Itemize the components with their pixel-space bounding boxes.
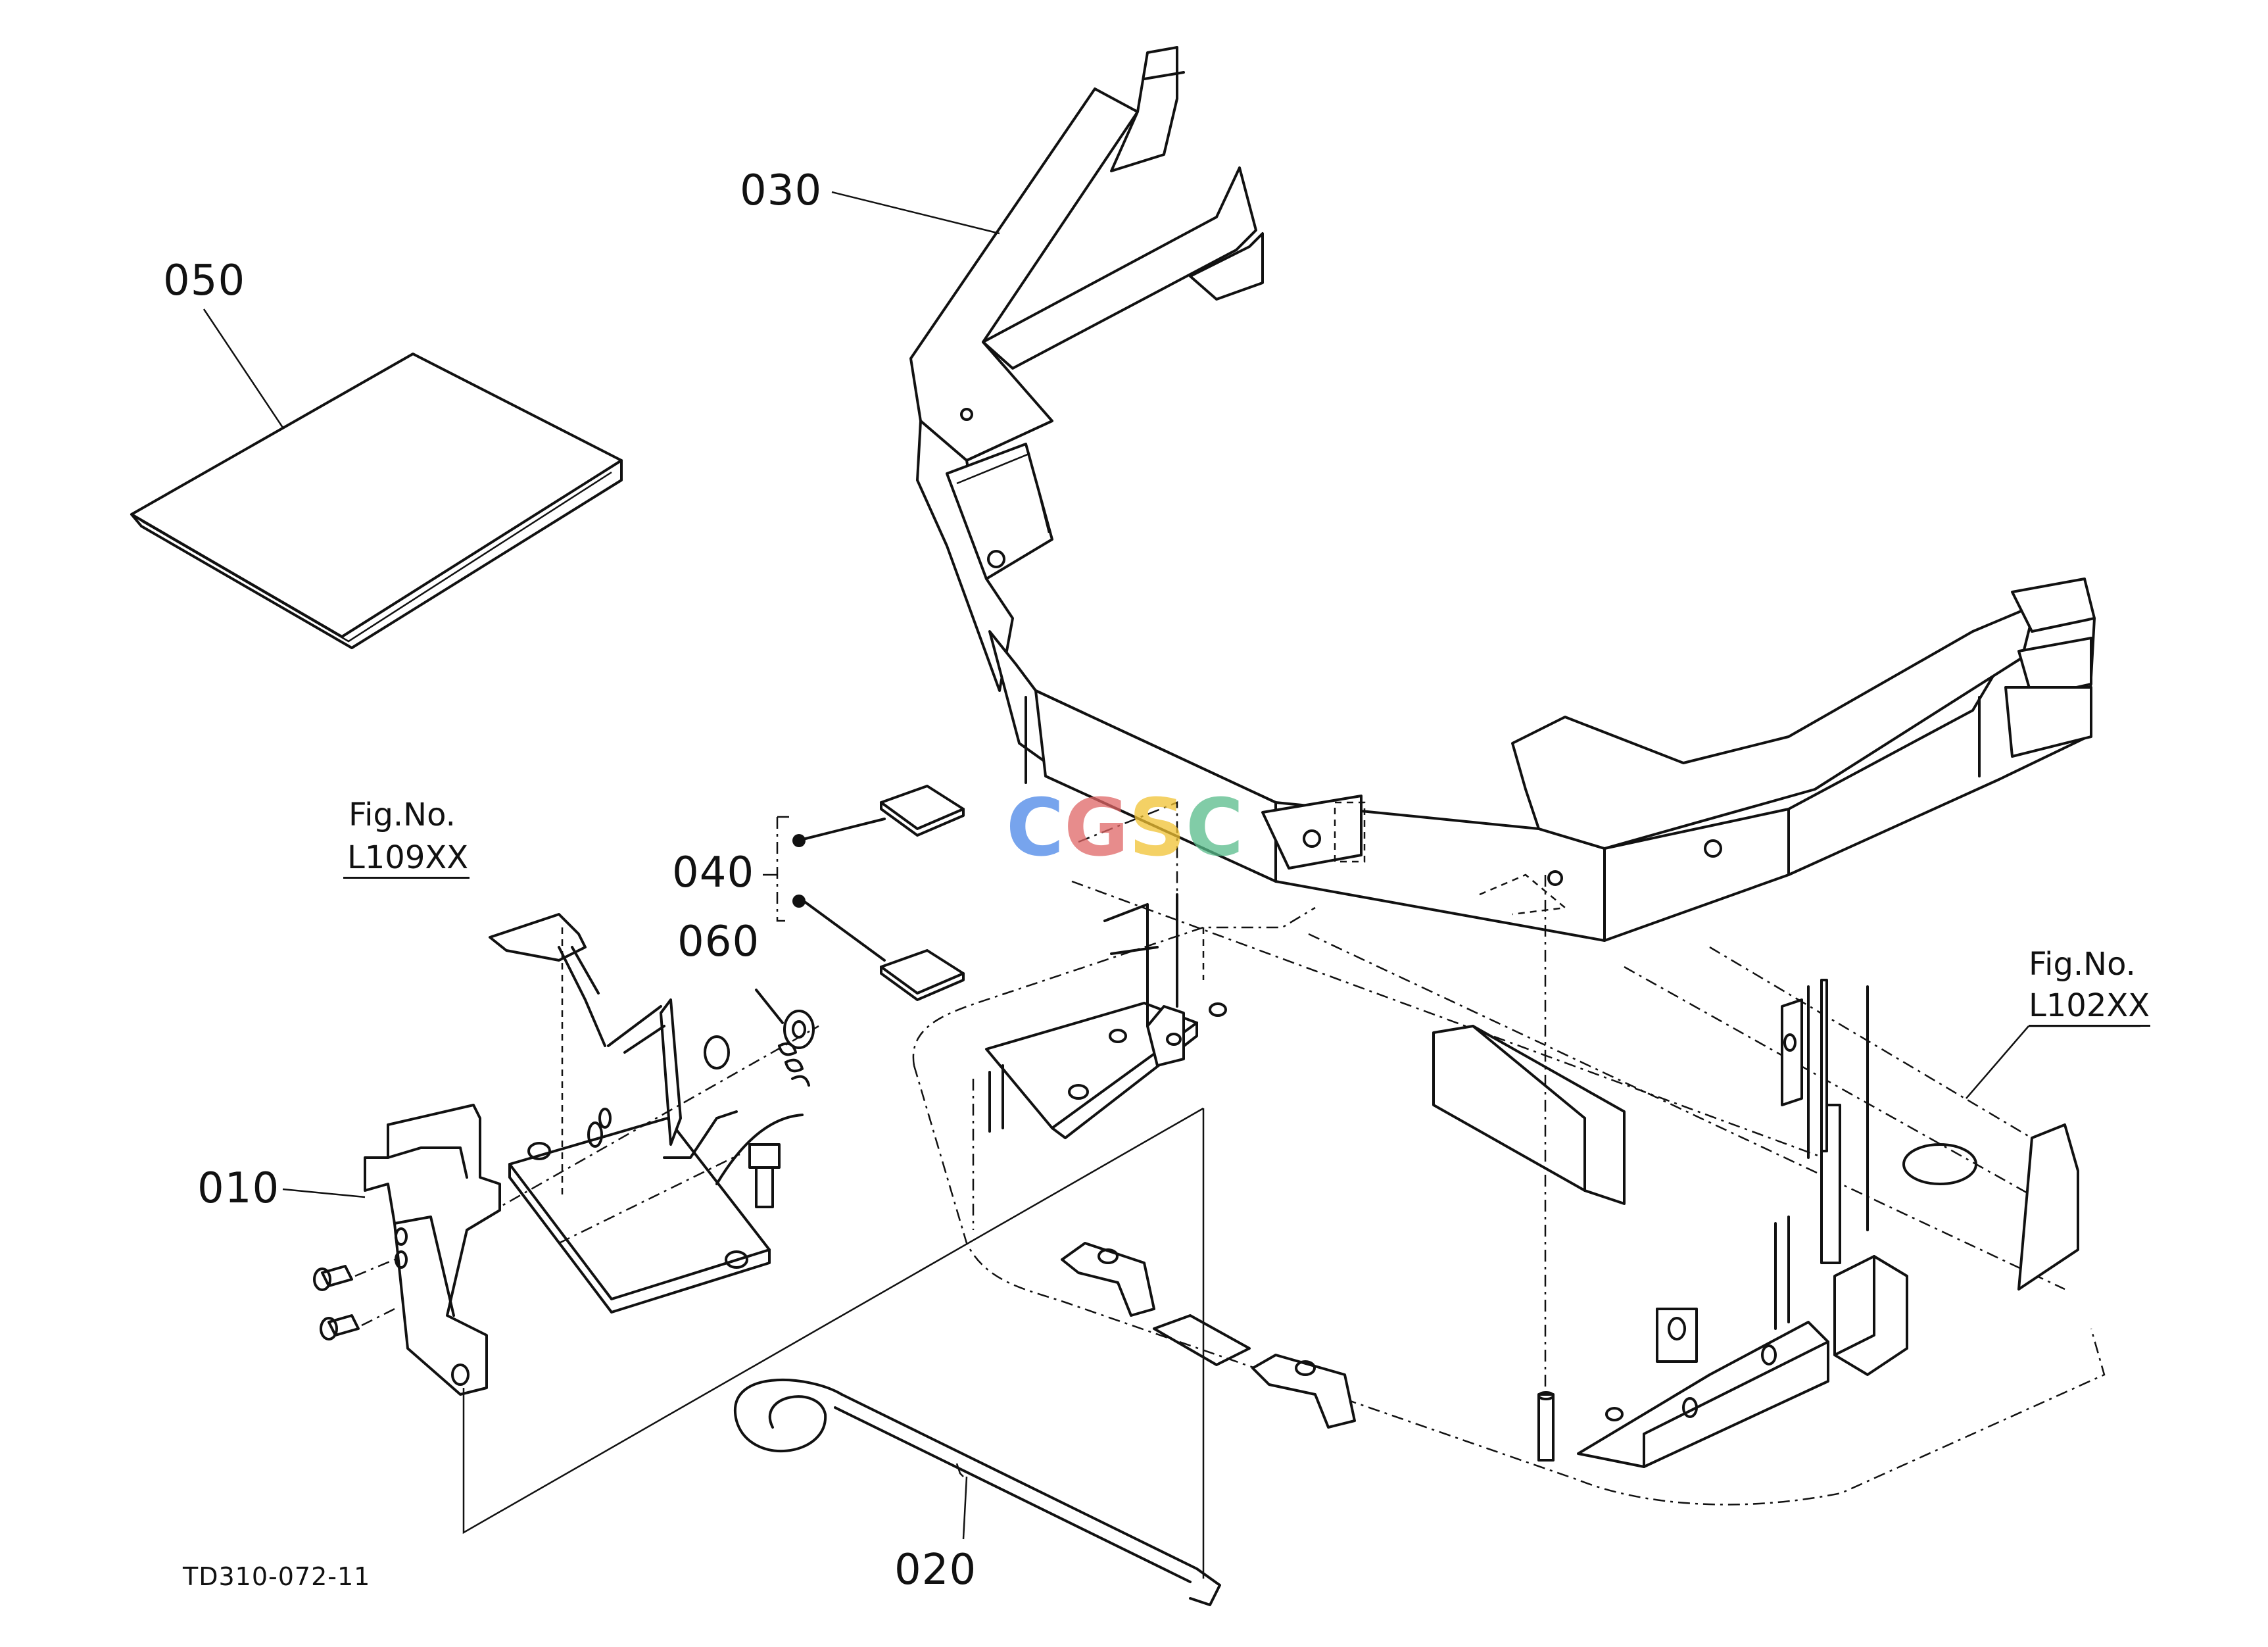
pedal-bracket-assembly [400, 913, 819, 1314]
part-030-front-frame [909, 46, 2096, 942]
watermark-letter-1: C [1006, 783, 1065, 874]
part-010-pedal-lever [313, 1104, 1204, 1535]
watermark-letter-2: G [1064, 783, 1129, 874]
part-label-060[interactable]: 060 [677, 918, 760, 966]
figure-ref-underline [2029, 1025, 2150, 1027]
figure-ref-underline [343, 877, 470, 879]
part-040-pads [763, 785, 965, 1001]
figure-ref-title: Fig.No. [349, 797, 456, 833]
part-050-manual-sheet [130, 353, 623, 649]
part-label-050[interactable]: 050 [163, 257, 246, 305]
floor-base-plate [912, 801, 2106, 1506]
part-060-nut [704, 989, 815, 1069]
figure-ref-number: L102XX [2029, 987, 2150, 1024]
part-label-030[interactable]: 030 [740, 166, 823, 215]
figure-ref-number: L109XX [347, 839, 469, 876]
part-label-010[interactable]: 010 [197, 1164, 280, 1213]
part-label-040[interactable]: 040 [672, 848, 755, 897]
watermark-letter-4: C [1186, 783, 1244, 874]
watermark-letter-3: S [1128, 783, 1186, 874]
drawing-code: TD310-072-11 [183, 1562, 371, 1591]
part-020-rod [733, 1108, 1221, 1606]
part-label-020[interactable]: 020 [894, 1546, 977, 1594]
figure-ref-title: Fig.No. [2029, 946, 2136, 983]
watermark-logo: CGSC [1006, 789, 1243, 868]
